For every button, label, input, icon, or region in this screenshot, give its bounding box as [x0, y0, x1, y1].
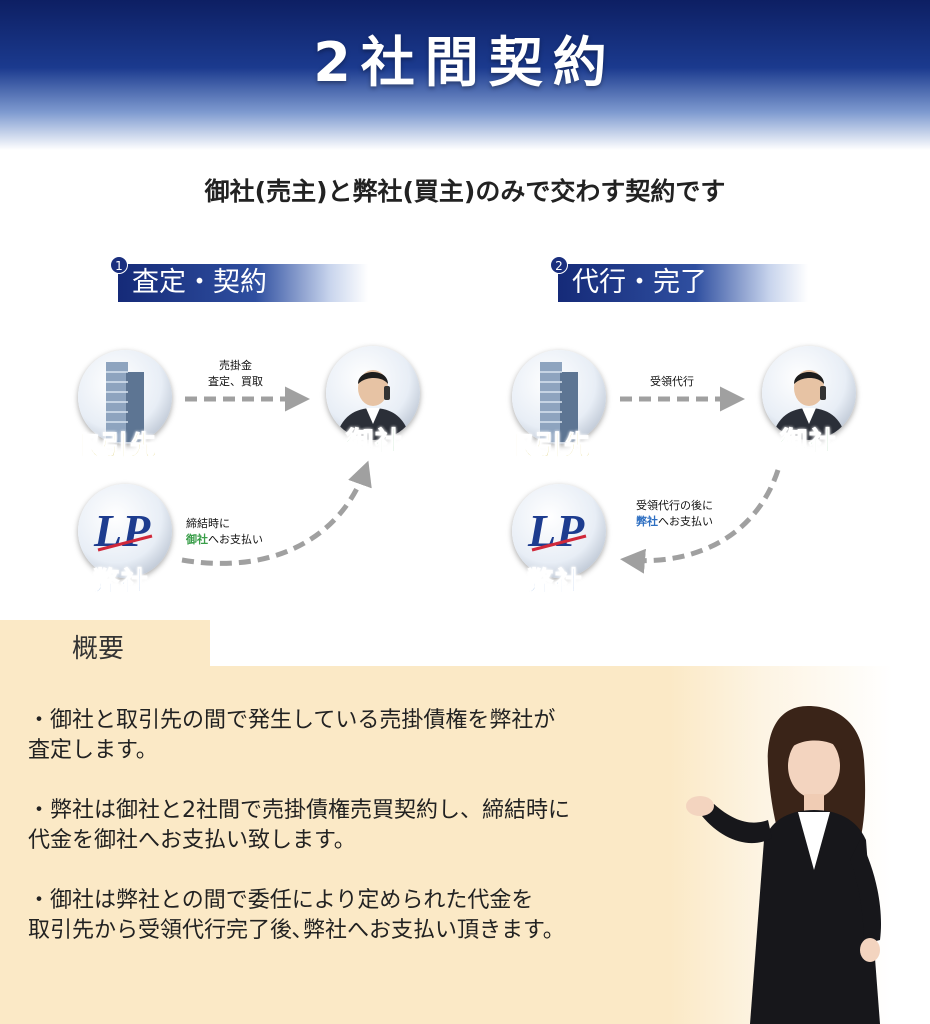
subtitle: 御社(売主)と弊社(買主)のみで交わす契約です — [204, 177, 726, 206]
dashed-arrow-icon — [181, 460, 372, 566]
presenting-woman-icon — [686, 706, 882, 1024]
overview-paragraph: ・御社と取引先の間で発生している売掛債権を弊社が 査定します。 — [28, 708, 556, 763]
header-banner: 2社間契約 — [0, 0, 930, 150]
businessman-phone-icon — [336, 370, 410, 440]
step-2-number: 2 — [550, 256, 568, 274]
client-label-2: 取引先 — [506, 431, 593, 463]
arrow-text-top-1: 売掛金 査定、買取 — [208, 359, 263, 388]
us-node-2: LP — [512, 484, 606, 578]
arrow-text-top-2: 受領代行 — [650, 375, 694, 388]
overview-heading: 概要 — [0, 620, 210, 668]
dashed-arrow-icon — [620, 469, 781, 574]
client-node-1 — [78, 350, 172, 444]
overview-text: ・御社と取引先の間で発生している売掛債権を弊社が 査定します。 ・弊社は御社と2… — [28, 706, 688, 976]
page-title: 2社間契約 — [313, 31, 617, 94]
step-1-number: 1 — [110, 256, 128, 274]
step-1-header: 査定・契約 — [118, 264, 368, 302]
us-node-1: LP — [78, 484, 172, 578]
you-label: 御社 — [346, 427, 404, 459]
you-node-2 — [762, 346, 856, 440]
us-label-2: 弊社 — [526, 567, 584, 599]
you-label-2: 御社 — [780, 427, 838, 459]
step-2-label: 代行・完了 — [572, 267, 707, 298]
arrow-text-bottom-1: 締結時に 御社へお支払い — [186, 517, 263, 546]
client-node-2 — [512, 350, 606, 444]
building-icon — [540, 362, 578, 442]
arrow-text-bottom-2: 受領代行の後に 弊社へお支払い — [636, 499, 713, 528]
us-label: 弊社 — [92, 567, 150, 599]
client-label: 取引先 — [72, 431, 159, 463]
step-2-header: 代行・完了 — [558, 264, 808, 302]
you-node-1 — [326, 346, 420, 440]
overview-paragraph: ・弊社は御社と2社間で売掛債権売買契約し、締結時に 代金を御社へお支払い致します… — [28, 798, 570, 853]
businessman-phone-icon — [772, 370, 846, 440]
building-icon — [106, 362, 144, 442]
diagram-arrows — [181, 386, 781, 574]
step-1-label: 査定・契約 — [132, 267, 267, 298]
lp-logo-icon: LP — [93, 505, 153, 556]
overview-paragraph: ・御社は弊社との間で委任により定められた代金を 取引先から受領代行完了後､弊社へ… — [28, 888, 565, 943]
lp-logo-icon: LP — [527, 505, 587, 556]
